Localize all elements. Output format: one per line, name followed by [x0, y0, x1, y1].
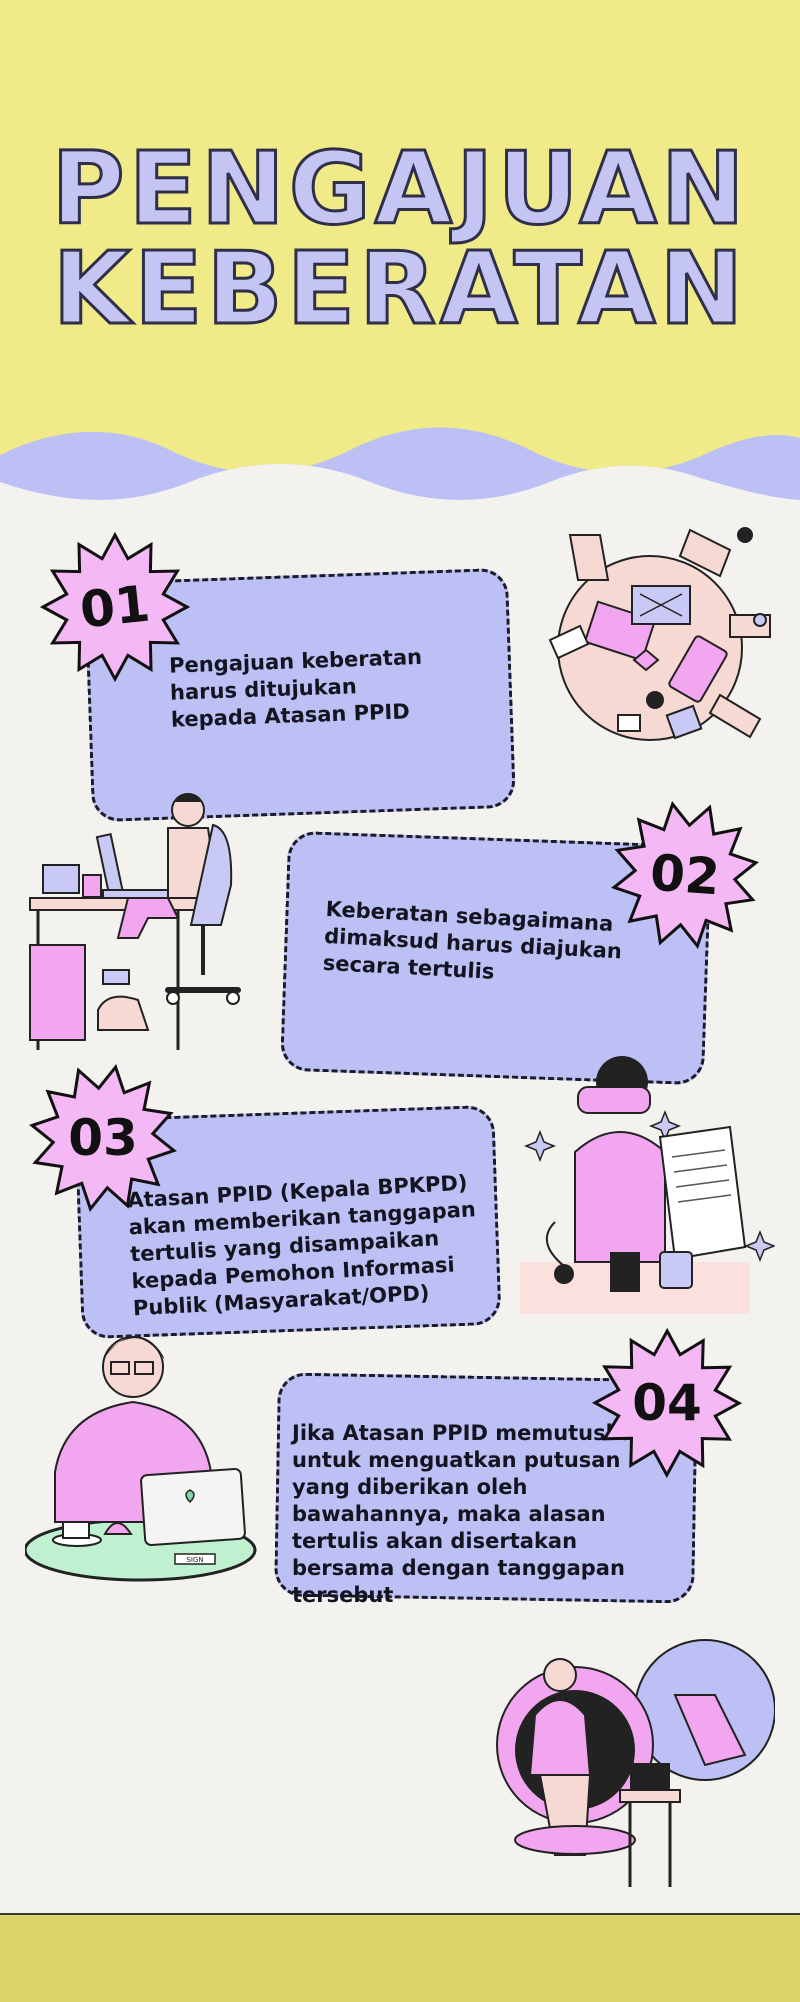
man-with-laptop-illustration: SIGN [25, 1336, 257, 1582]
step-number-2: 02 [648, 843, 722, 907]
step-badge-2: 02 [610, 800, 760, 950]
starburst-icon [40, 532, 190, 682]
step-text-3: Atasan PPID (Kepala BPKPD) akan memberik… [126, 1170, 477, 1321]
page-title-line-2: KEBERATAN [51, 229, 748, 349]
vr-woman-illustration [520, 1056, 775, 1314]
starburst-icon [592, 1328, 742, 1478]
step-text-4: Jika Atasan PPID memutuskan untuk mengua… [292, 1421, 649, 1607]
step-text-1: Pengajuan keberatan harus ditujukan kepa… [168, 644, 423, 732]
step-number-3: 03 [68, 1109, 138, 1167]
step-badge-4: 04 [592, 1328, 742, 1478]
page-title-line-1: PENGAJUAN [50, 129, 749, 249]
man-at-desk-illustration [29, 793, 241, 1050]
wave-divider [0, 427, 800, 530]
step-number-1: 01 [77, 574, 153, 640]
team-meeting-illustration [548, 527, 771, 741]
laptop-sticker-label: SIGN [186, 1556, 203, 1564]
step-badge-1: 01 [40, 532, 190, 682]
header-banner [0, 0, 800, 470]
egg-chair-illustration [496, 1639, 775, 1887]
starburst-icon [611, 801, 759, 949]
footer-band [0, 1913, 800, 2002]
starburst-icon [29, 1064, 177, 1212]
step-number-4: 04 [632, 1374, 702, 1432]
step-badge-3: 03 [28, 1063, 178, 1213]
